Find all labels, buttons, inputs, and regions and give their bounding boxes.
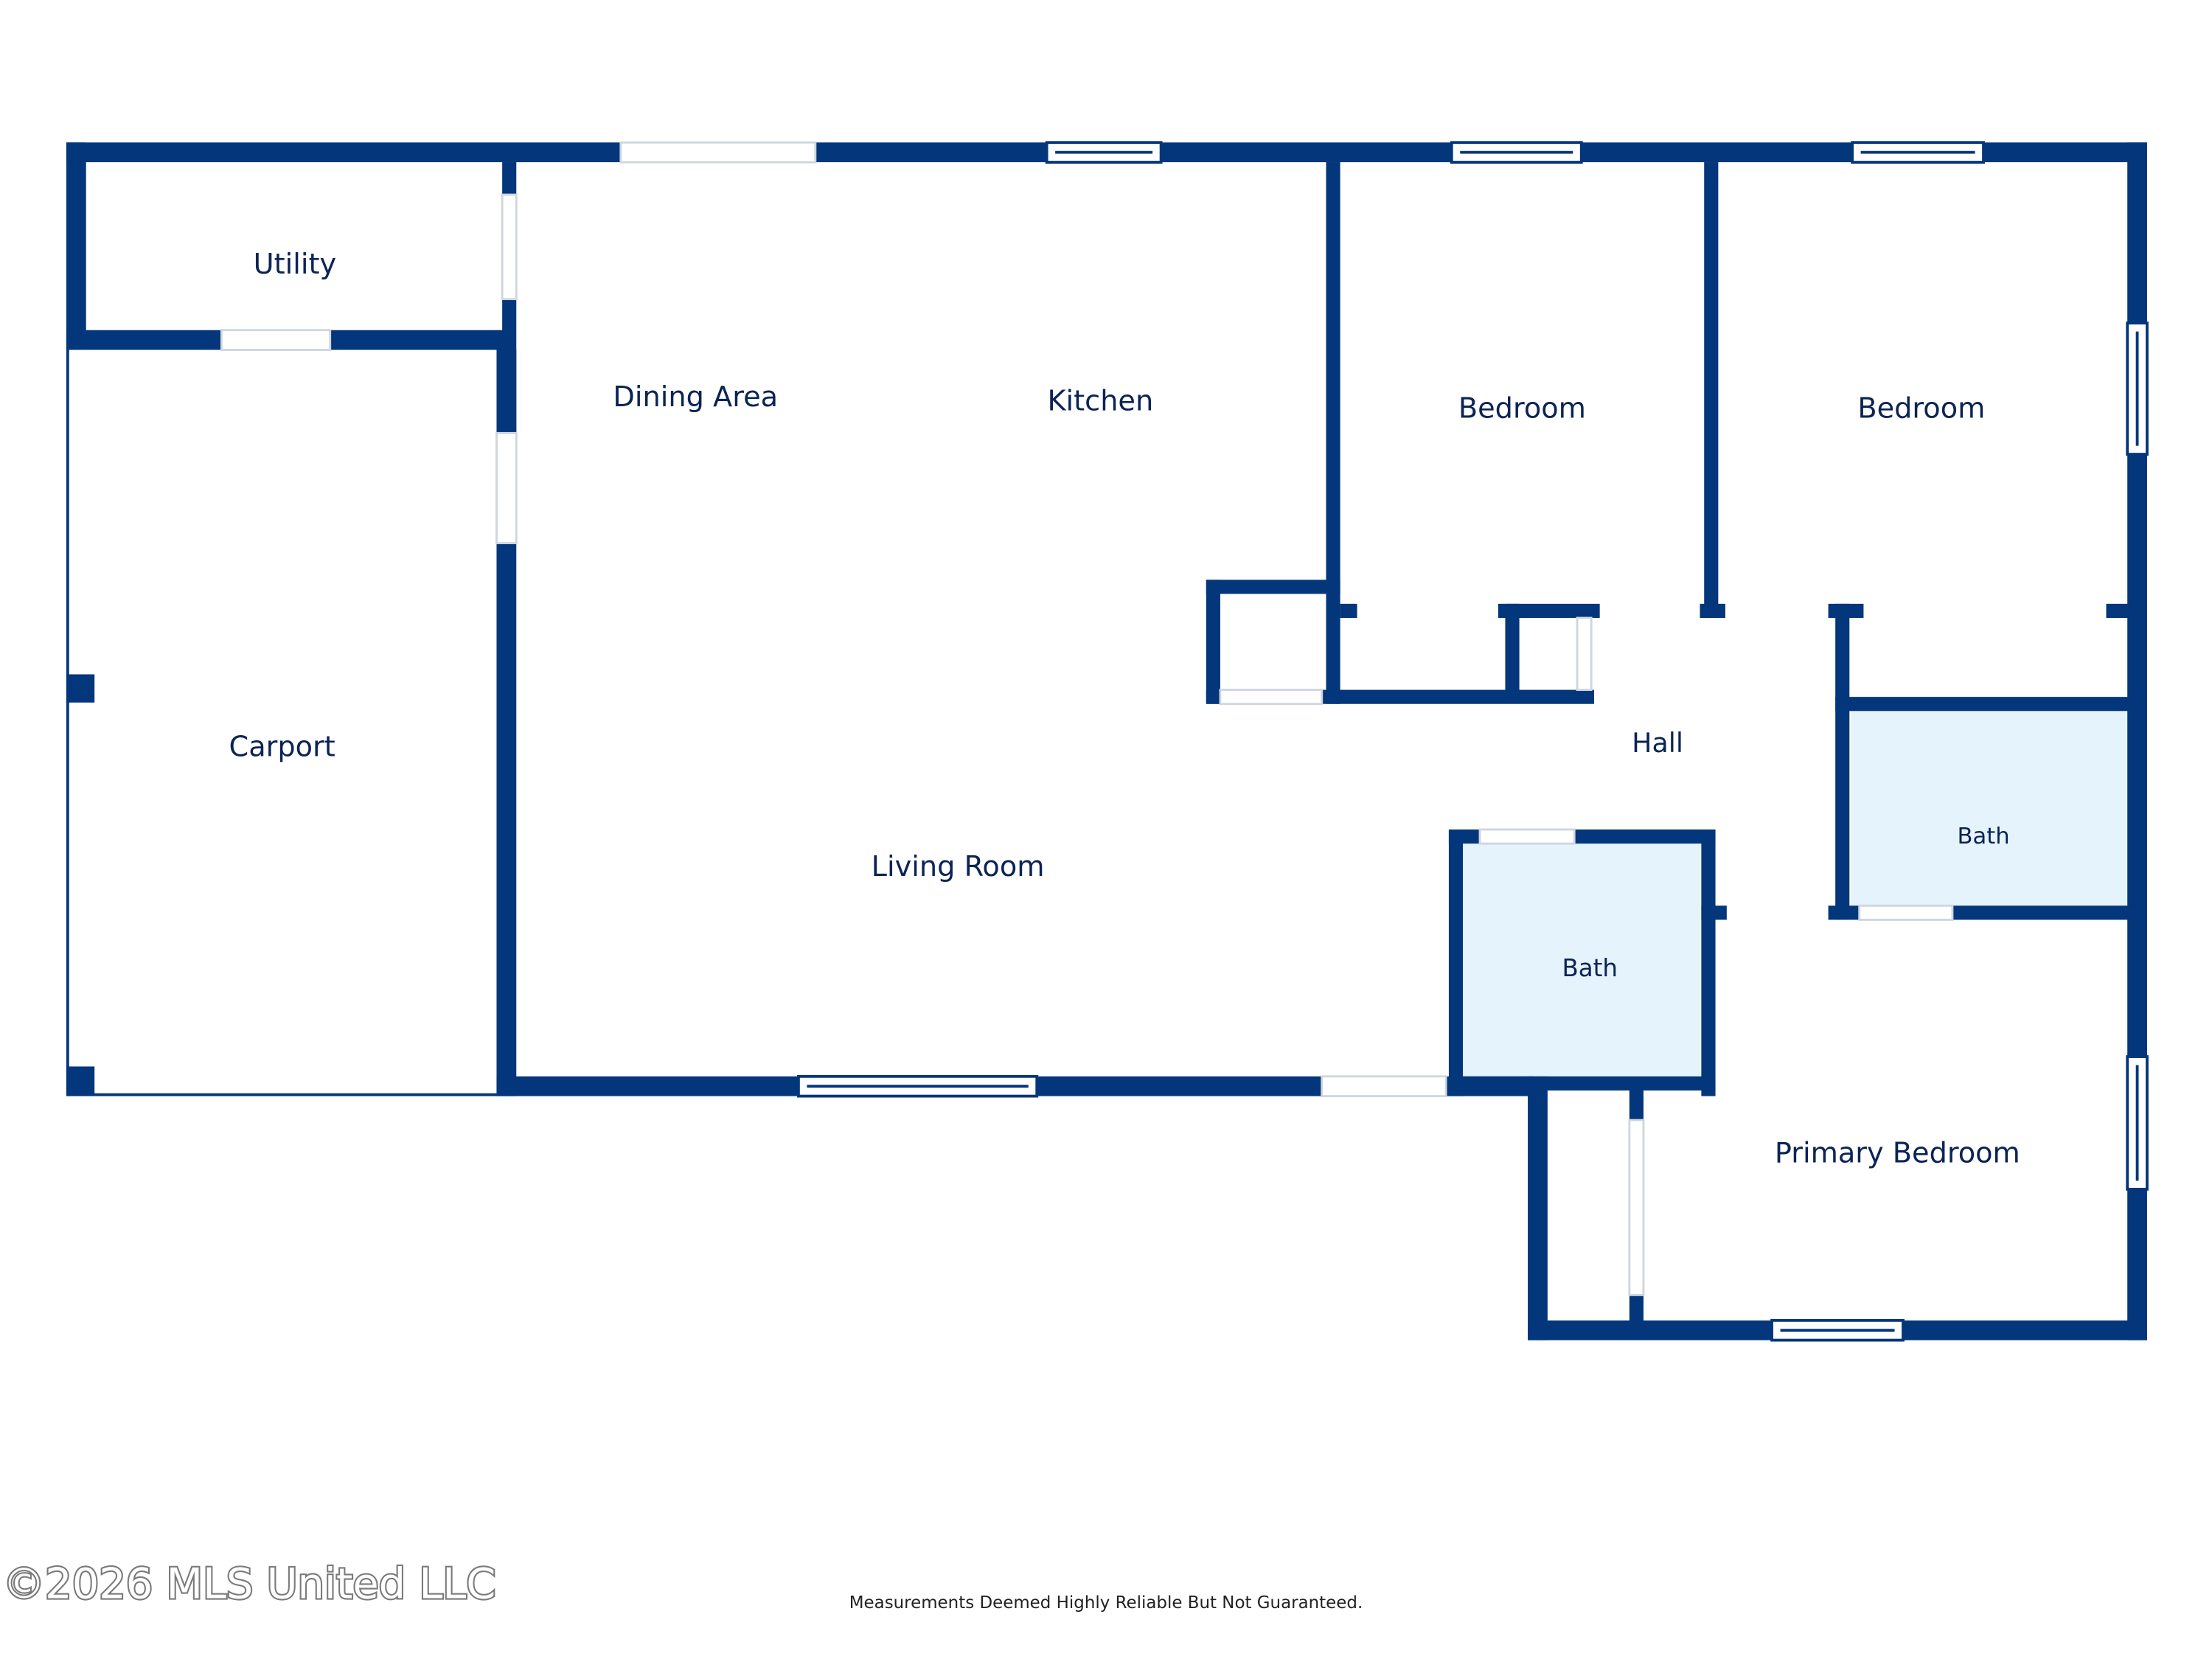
room-label-bath-center: Bath (1562, 954, 1618, 982)
bath-floor-center (1461, 844, 1705, 1078)
measurement-disclaimer: Measurements Deemed Highly Reliable But … (849, 1593, 1363, 1613)
window-top-2 (1450, 141, 1583, 164)
copyright-watermark: ©2026 MLS United LLC (3, 1559, 495, 1609)
room-label-primary-bedroom: Primary Bedroom (1775, 1137, 2020, 1170)
room-label-bath-right: Bath (1957, 824, 2009, 849)
room-label-carport: Carport (229, 731, 335, 764)
room-label-utility: Utility (254, 248, 337, 281)
window-bottom-1 (796, 1074, 1039, 1098)
window-top-3 (1851, 141, 1985, 164)
room-label-hall: Hall (1632, 727, 1683, 759)
room-label-living-room: Living Room (872, 850, 1045, 883)
carport-outline (66, 349, 497, 1096)
room-label-dining-area: Dining Area (613, 380, 778, 414)
window-bottom-2 (1770, 1318, 1905, 1342)
room-label-kitchen: Kitchen (1047, 385, 1153, 418)
window-top-1 (1045, 141, 1163, 164)
room-label-bedroom-2: Bedroom (1857, 392, 1985, 425)
windows (796, 141, 2149, 1342)
room-label-bedroom-1: Bedroom (1458, 392, 1586, 425)
bath-floor-right (1851, 709, 2128, 908)
doorways (220, 141, 1954, 1296)
window-right-2 (2126, 1055, 2149, 1191)
window-right-1 (2126, 321, 2149, 456)
